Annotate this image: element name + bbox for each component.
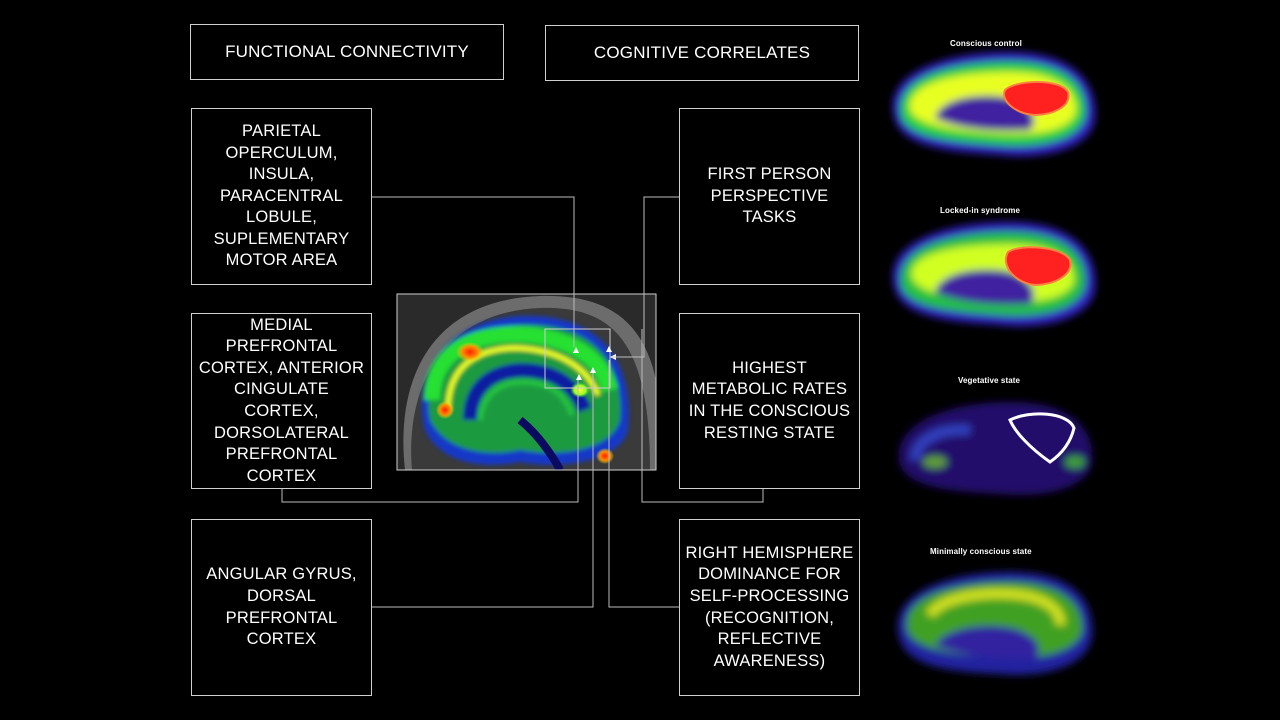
scan-title-vegetative: Vegetative state [958, 376, 1020, 385]
pet-scan-locked-in-icon [893, 222, 1096, 326]
scan-title-conscious-control: Conscious control [950, 39, 1022, 48]
pet-scan-conscious-control-icon [893, 52, 1096, 156]
pet-scan-vegetative-icon [899, 402, 1092, 495]
central-brain-scan [397, 294, 661, 470]
scan-title-locked-in: Locked-in syndrome [940, 206, 1020, 215]
pet-scan-minimally-conscious-icon [898, 572, 1093, 675]
scan-title-minimally-conscious: Minimally conscious state [930, 547, 1032, 556]
